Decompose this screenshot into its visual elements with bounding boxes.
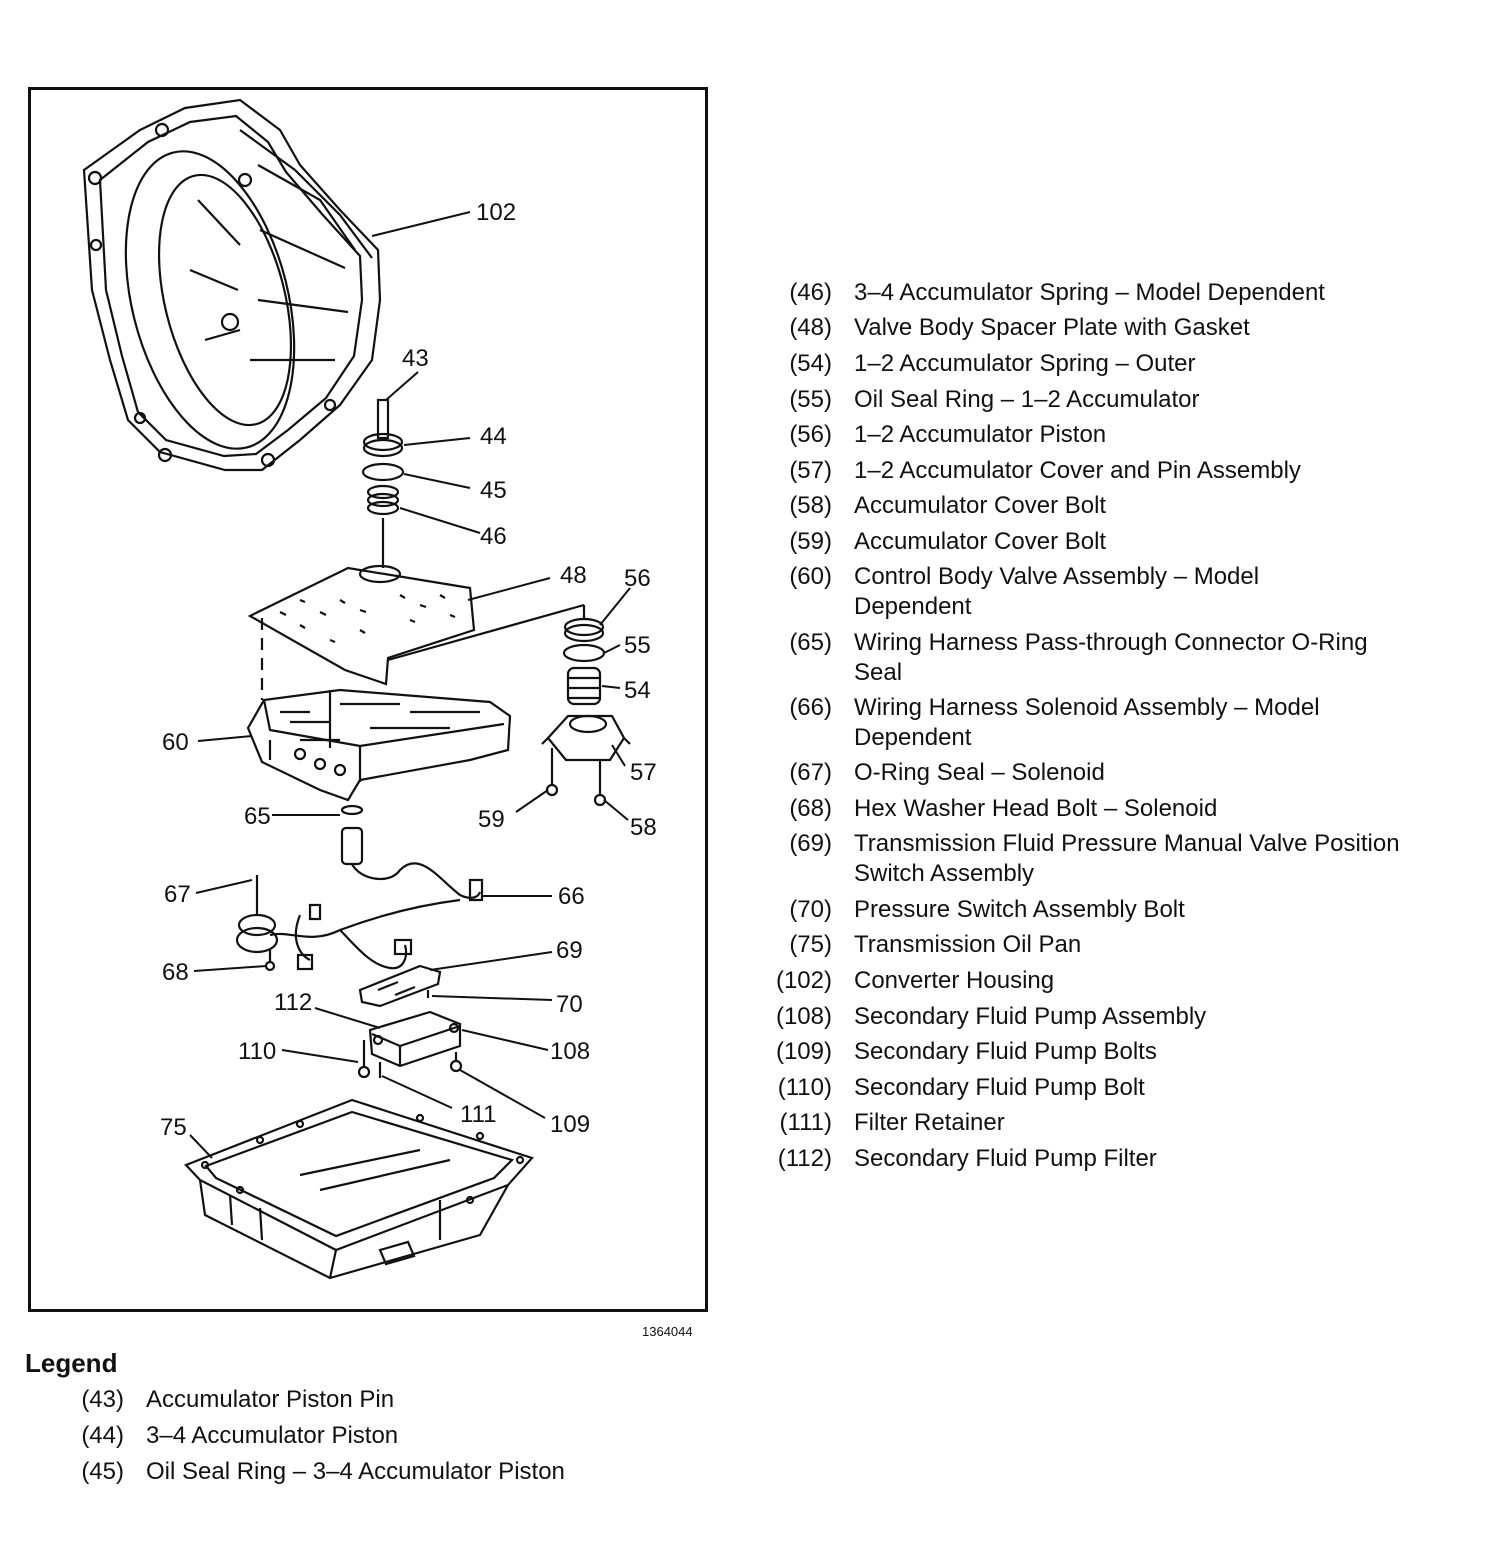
legend-item: (54)1–2 Accumulator Spring – Outer — [789, 350, 1196, 377]
legend-item: (46)3–4 Accumulator Spring – Model Depen… — [789, 279, 1325, 306]
callout-65: 65 — [244, 803, 271, 830]
wiring-harness-drawing — [269, 804, 484, 971]
callout-58: 58 — [630, 814, 657, 841]
callout-43: 43 — [402, 345, 429, 372]
callout-110: 110 — [238, 1038, 276, 1065]
legend-item: (68)Hex Washer Head Bolt – Solenoid — [789, 795, 1218, 822]
legend-item: (44)3–4 Accumulator Piston — [81, 1422, 399, 1449]
callout-46: 46 — [480, 523, 507, 550]
diagram-frame — [28, 87, 708, 1312]
callout-111: 111 — [460, 1101, 496, 1128]
legend-item: (69)Transmission Fluid Pressure Manual V… — [789, 830, 1400, 887]
secondary-pump-drawing — [357, 1010, 463, 1079]
callout-70: 70 — [556, 991, 583, 1018]
callout-69: 69 — [556, 937, 583, 964]
callout-60: 60 — [162, 729, 189, 756]
converter-housing-drawing — [82, 98, 382, 472]
legend-item: (59)Accumulator Cover Bolt — [789, 528, 1107, 555]
legend-item: (65)Wiring Harness Pass-through Connecto… — [789, 629, 1368, 686]
callout-102: 102 — [476, 199, 516, 226]
callout-labels: 102 43 44 45 46 48 56 55 54 60 57 65 59 … — [160, 199, 657, 1141]
callout-48: 48 — [560, 562, 587, 589]
accumulator-3-4-stack-drawing — [361, 398, 405, 568]
legend-item: (48)Valve Body Spacer Plate with Gasket — [789, 314, 1250, 341]
legend-item: (56)1–2 Accumulator Piston — [789, 421, 1107, 448]
legend-item: (66)Wiring Harness Solenoid Assembly – M… — [789, 694, 1320, 751]
callout-75: 75 — [160, 1114, 187, 1141]
callout-66: 66 — [558, 883, 585, 910]
legend-item: (112)Secondary Fluid Pump Filter — [777, 1145, 1157, 1172]
legend-item: (102)Converter Housing — [775, 967, 1055, 994]
callout-67: 67 — [164, 881, 191, 908]
legend-item: (110)Secondary Fluid Pump Bolt — [777, 1074, 1145, 1101]
callout-112: 112 — [274, 989, 312, 1016]
spacer-plate-drawing — [247, 564, 586, 700]
callout-44: 44 — [480, 423, 507, 450]
callout-54: 54 — [624, 677, 651, 704]
callout-57: 57 — [630, 759, 657, 786]
callout-109: 109 — [550, 1111, 590, 1138]
callout-59: 59 — [478, 806, 505, 833]
legend-item: (108)Secondary Fluid Pump Assembly — [775, 1003, 1207, 1030]
legend-item: (60)Control Body Valve Assembly – Model … — [789, 563, 1260, 620]
callout-leaders — [189, 211, 631, 1159]
legend-item: (109)Secondary Fluid Pump Bolts — [775, 1038, 1157, 1065]
control-valve-body-drawing — [246, 688, 512, 802]
legend-title: Legend — [25, 1348, 118, 1378]
legend-item: (57)1–2 Accumulator Cover and Pin Assemb… — [789, 457, 1301, 484]
legend-item: (111)Filter Retainer — [779, 1109, 1005, 1136]
legend-item: (45)Oil Seal Ring – 3–4 Accumulator Pist… — [81, 1458, 565, 1485]
legend-item: (55)Oil Seal Ring – 1–2 Accumulator — [789, 386, 1200, 413]
legend-item: (67)O-Ring Seal – Solenoid — [789, 759, 1105, 786]
legend-item: (70)Pressure Switch Assembly Bolt — [789, 896, 1185, 923]
legend-item: (43)Accumulator Piston Pin — [81, 1386, 395, 1413]
solenoid-drawing — [235, 875, 279, 972]
pressure-switch-drawing — [358, 964, 442, 1008]
legend-item: (75)Transmission Oil Pan — [789, 931, 1082, 958]
oil-pan-drawing — [184, 1098, 534, 1280]
callout-56: 56 — [624, 565, 651, 592]
callout-45: 45 — [480, 477, 507, 504]
callout-108: 108 — [550, 1038, 590, 1065]
legend-item: (58)Accumulator Cover Bolt — [789, 492, 1107, 519]
callout-55: 55 — [624, 632, 651, 659]
callout-68: 68 — [162, 959, 189, 986]
figure-id: 1364044 — [642, 1324, 693, 1339]
